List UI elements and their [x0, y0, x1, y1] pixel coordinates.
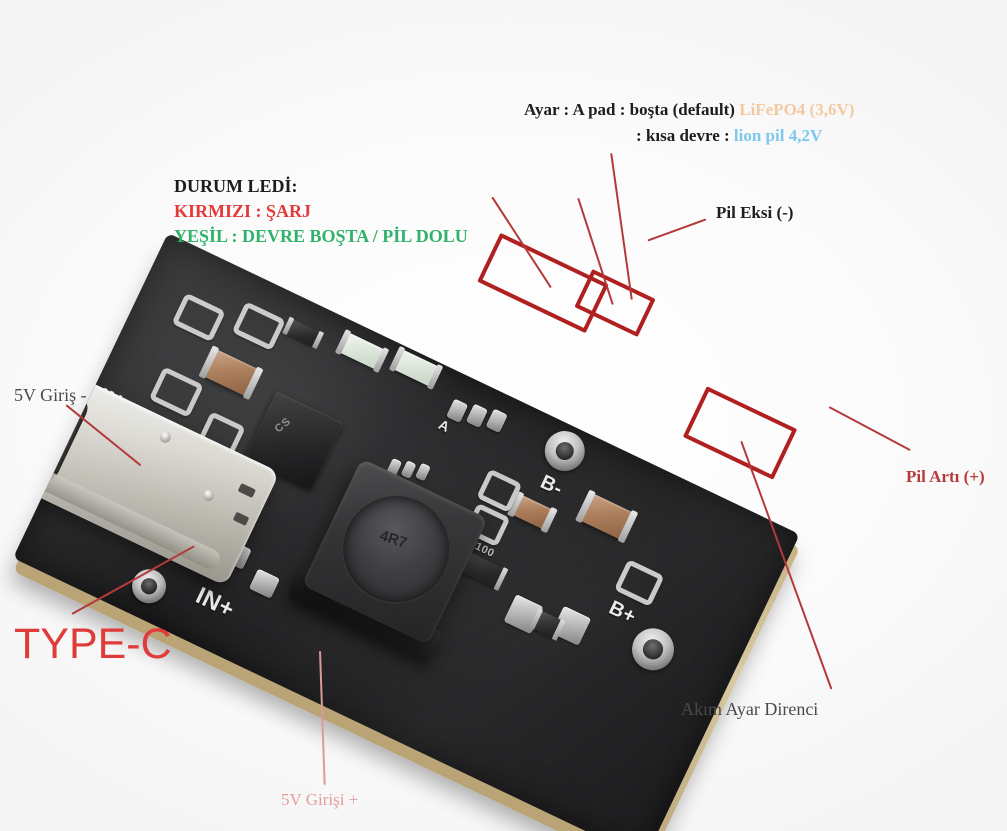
type-c-label: TYPE-C	[14, 620, 172, 668]
status-led-title: DURUM LEDİ:	[174, 176, 298, 196]
capacitor-right-1	[580, 493, 634, 540]
battery-positive-label: Pil Artı (+)	[906, 467, 985, 486]
status-led-green-line: YEŞİL : DEVRE BOŞTA / PİL DOLU	[174, 226, 468, 246]
capacitor-right-2	[512, 494, 553, 530]
status-led-red-line: KIRMIZI : ŞARJ	[174, 201, 312, 221]
resistor-top-1	[286, 319, 321, 347]
current-set-resistor	[533, 610, 562, 639]
input-pad-small-2	[248, 568, 280, 599]
usb-c-notch-2	[232, 511, 250, 526]
a-pad-right[interactable]	[485, 408, 508, 434]
pad-left-1	[148, 366, 204, 418]
pcb-board-assembly: A B- B+ R100	[13, 215, 910, 831]
setting-label-1: Ayar : A pad : boşta (default)	[524, 100, 735, 119]
usb-c-notch-1	[237, 483, 256, 499]
battery-negative-pad[interactable]	[538, 424, 592, 478]
inductor-body: 4R7	[301, 458, 489, 646]
power-inductor: 4R7	[287, 458, 489, 663]
setting-value-lifepo4: LiFePO4 (3,6V)	[739, 100, 855, 119]
smd-tiny-2	[400, 460, 417, 479]
pad-top-2	[231, 301, 286, 351]
silk-a-pad: A	[436, 416, 453, 436]
status-led-green	[393, 349, 439, 387]
input-positive-label: 5V Girişi +	[281, 790, 359, 809]
inductor-core: 4R7	[325, 478, 468, 621]
setting-value-lion: lion pil 4,2V	[733, 126, 823, 145]
current-resistor-label: Akım Ayar Direnci	[681, 699, 819, 719]
pad-top-1	[171, 292, 226, 343]
a-pad-middle[interactable]	[465, 403, 488, 429]
battery-negative-label: Pil Eksi (-)	[716, 203, 794, 222]
capacitor-left-1	[203, 349, 259, 397]
usb-c-dimple-1	[157, 429, 173, 445]
silk-b-plus: B+	[605, 596, 640, 629]
silk-in-plus: IN+	[191, 582, 239, 624]
setting-label-2: : kısa devre :	[636, 126, 730, 145]
setting-annotation-line2: : kısa devre : lion pil 4,2V	[636, 126, 822, 146]
battery-positive-pad[interactable]	[625, 621, 681, 678]
input-negative-label: 5V Giriş -	[14, 385, 87, 405]
status-led-red	[339, 332, 385, 370]
silk-inductor-mark: 4R7	[377, 527, 409, 552]
setting-annotation-line1: Ayar : A pad : boşta (default) LiFePO4 (…	[524, 100, 854, 120]
silk-b-minus: B-	[536, 471, 567, 501]
usb-c-dimple-2	[201, 488, 216, 503]
smd-tiny-3	[414, 462, 431, 482]
